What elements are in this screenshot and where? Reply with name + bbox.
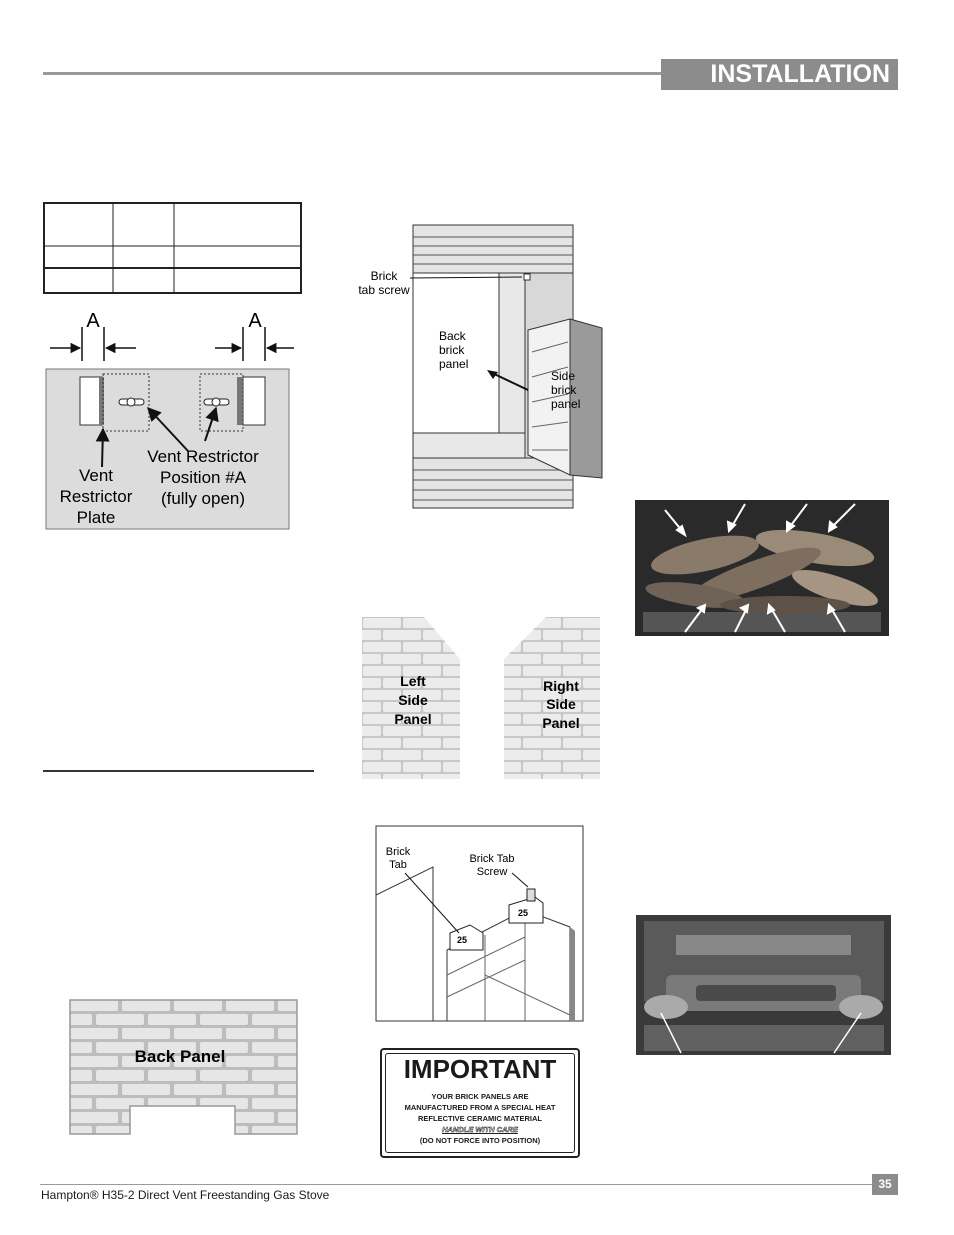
important-line-1: YOUR BRICK PANELS ARE bbox=[431, 1092, 529, 1101]
back-brick-panel-label-2: brick bbox=[439, 343, 465, 357]
vent-restrictor-figure: A A Vent Restrictor Plate Vent Restricto… bbox=[45, 310, 294, 530]
side-brick-panel-label-2: brick bbox=[551, 383, 577, 397]
section-title: INSTALLATION bbox=[661, 59, 898, 90]
log-set-photo bbox=[635, 500, 889, 636]
brick-tab-screw-detail-label-1: Brick Tab bbox=[469, 853, 514, 865]
side-brick-panel-label-3: panel bbox=[551, 397, 580, 411]
side-brick-panel-label-1: Side bbox=[551, 369, 575, 383]
brick-tab-screw-detail-label-2: Screw bbox=[477, 866, 508, 878]
side-panels-figure: Left Side Panel Right Side Panel bbox=[362, 617, 600, 779]
dimension-a-left: A bbox=[86, 310, 100, 332]
important-line-3: REFLECTIVE CERAMIC MATERIAL bbox=[417, 1114, 543, 1123]
footer-product: Hampton® H35-2 Direct Vent Freestanding … bbox=[41, 1188, 330, 1202]
important-handle: HANDLE WITH CARE bbox=[442, 1125, 518, 1135]
brick-tab-screw-label-2: tab screw bbox=[358, 283, 410, 297]
firebox-diagram: Brick tab screw Back brick panel Side br… bbox=[358, 224, 603, 509]
brick-tab-label-1: Brick bbox=[386, 846, 411, 858]
vent-position-label-2: Position #A bbox=[160, 468, 247, 487]
back-panel-label: Back Panel bbox=[135, 1047, 226, 1066]
vent-position-label-1: Vent Restrictor bbox=[147, 447, 259, 466]
right-side-panel-label-2: Side bbox=[546, 696, 576, 712]
back-brick-panel-label-3: panel bbox=[439, 357, 468, 371]
back-brick-panel-label-1: Back bbox=[439, 329, 467, 343]
left-side-panel-label-2: Side bbox=[398, 692, 428, 708]
brick-tab-label-2: Tab bbox=[389, 859, 407, 871]
brick-tab-detail: 25 25 Brick Tab Brick Tab Screw bbox=[375, 825, 584, 1022]
footer-rule bbox=[40, 1184, 872, 1185]
vent-plate-label-2: Restrictor bbox=[60, 487, 133, 506]
burner-photo bbox=[636, 915, 891, 1055]
left-side-panel-label-1: Left bbox=[400, 673, 426, 689]
important-body: YOUR BRICK PANELS ARE MANUFACTURED FROM … bbox=[382, 1091, 578, 1146]
right-side-panel-label-3: Panel bbox=[542, 715, 579, 731]
dimension-a-right: A bbox=[248, 310, 262, 332]
page-number: 35 bbox=[872, 1174, 898, 1195]
header-rule bbox=[43, 72, 661, 75]
left-side-panel-label-3: Panel bbox=[394, 711, 431, 727]
svg-text:25: 25 bbox=[457, 935, 467, 945]
important-notice: IMPORTANT YOUR BRICK PANELS ARE MANUFACT… bbox=[380, 1048, 580, 1158]
svg-text:25: 25 bbox=[518, 908, 528, 918]
vent-table bbox=[43, 202, 302, 294]
important-title: IMPORTANT bbox=[403, 1054, 557, 1084]
brick-tab-screw-label-1: Brick bbox=[371, 269, 399, 283]
important-note: (DO NOT FORCE INTO POSITION) bbox=[419, 1136, 541, 1145]
right-side-panel-label-1: Right bbox=[543, 678, 579, 694]
vent-plate-label-1: Vent bbox=[79, 466, 113, 485]
back-panel-figure: Back Panel bbox=[69, 999, 298, 1135]
vent-position-label-3: (fully open) bbox=[161, 489, 245, 508]
vent-plate-label-3: Plate bbox=[77, 508, 116, 527]
important-line-2: MANUFACTURED FROM A SPECIAL HEAT bbox=[404, 1103, 556, 1112]
section-rule bbox=[43, 770, 314, 772]
